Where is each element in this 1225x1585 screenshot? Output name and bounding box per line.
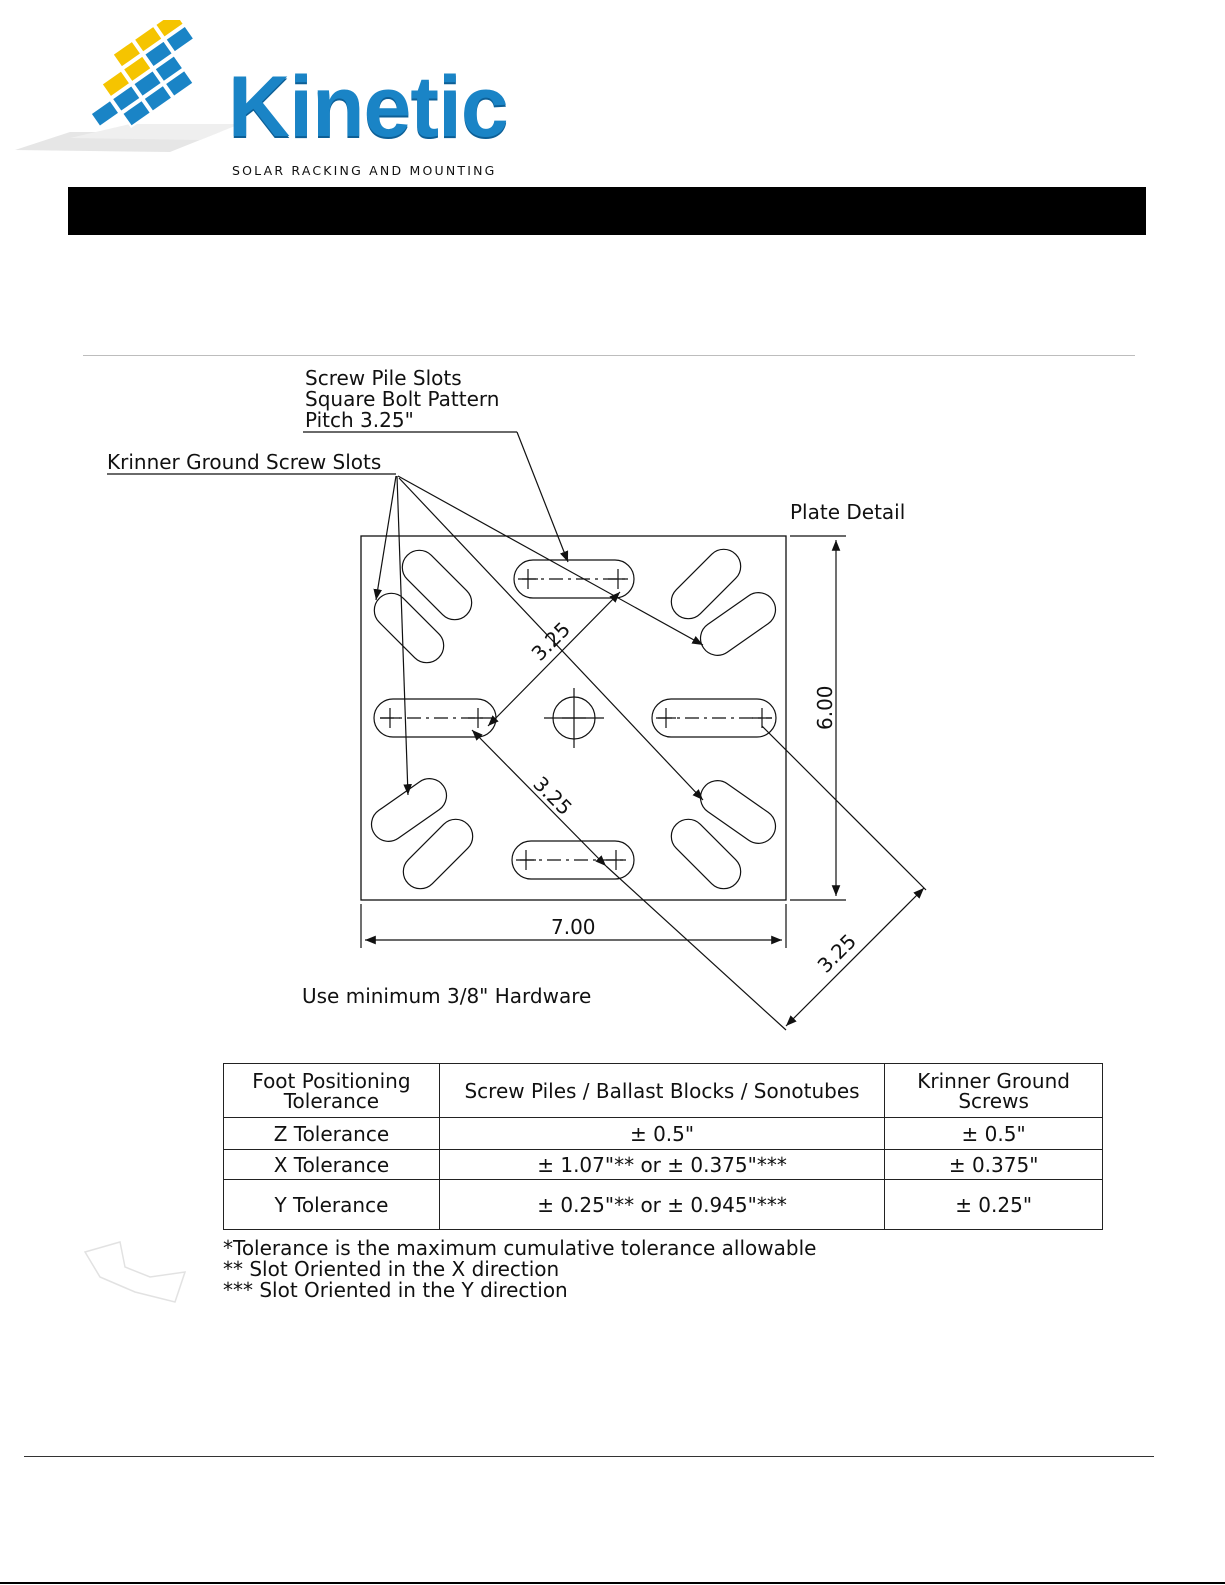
screw-pile-slot-bottom xyxy=(511,840,635,880)
faint-watermark-icon xyxy=(83,1241,187,1303)
callout-screw-pile-line2: Square Bolt Pattern xyxy=(305,387,499,411)
width-dim-label: 7.00 xyxy=(551,915,596,939)
leader-lines xyxy=(373,431,704,801)
callout-screw-pile-line3: Pitch 3.25" xyxy=(305,408,414,432)
table-header-row: Foot Positioning Tolerance Screw Piles /… xyxy=(223,1063,1103,1118)
table-row: Z Tolerance ± 0.5" ± 0.5" xyxy=(223,1117,1103,1150)
krinner-slots-bottom-right xyxy=(670,780,777,890)
krinner-slots-bottom-left xyxy=(370,778,474,890)
callout-krinner: Krinner Ground Screw Slots xyxy=(107,450,381,474)
pitch-dim-upper-label: 3.25 xyxy=(527,617,575,665)
plate-outline xyxy=(360,535,787,901)
pitch-dim-outer-line xyxy=(785,887,925,1027)
tolerance-table: Foot Positioning Tolerance Screw Piles /… xyxy=(223,1063,1103,1230)
krinner-slots-top-right xyxy=(670,548,777,656)
center-hole xyxy=(544,688,604,748)
divider-bottom xyxy=(24,1456,1154,1457)
height-dimension xyxy=(790,535,846,901)
pitch-dim-lower-line xyxy=(471,729,607,867)
header-krinner: Krinner Ground Screws xyxy=(884,1063,1103,1118)
footer-rule xyxy=(0,1582,1225,1584)
kinetic-logo: Kinetic SOLAR RACKING AND MOUNTING xyxy=(10,20,510,178)
screw-pile-slot-right xyxy=(651,698,777,738)
pitch-dim-lower-label: 3.25 xyxy=(528,772,576,820)
screw-pile-slot-top xyxy=(513,559,635,599)
header-screw-piles: Screw Piles / Ballast Blocks / Sonotubes xyxy=(438,1063,886,1118)
pitch-ext-right xyxy=(761,725,927,891)
header-bar xyxy=(68,187,1146,235)
plate-title: Plate Detail xyxy=(790,500,905,524)
pitch-dim-upper-line xyxy=(487,591,621,727)
header-foot-positioning: Foot Positioning Tolerance xyxy=(223,1063,440,1118)
pitch-dim-outer-label: 3.25 xyxy=(813,929,861,977)
table-row: Y Tolerance ± 0.25"** or ± 0.945"*** ± 0… xyxy=(223,1179,1103,1230)
table-row: X Tolerance ± 1.07"** or ± 0.375"*** ± 0… xyxy=(223,1149,1103,1180)
tolerance-notes: *Tolerance is the maximum cumulative tol… xyxy=(223,1238,816,1301)
divider-top xyxy=(83,355,1135,356)
note-line: ** Slot Oriented in the X direction xyxy=(223,1257,560,1281)
pitch-ext-lower xyxy=(605,865,787,1031)
hardware-note: Use minimum 3/8" Hardware xyxy=(302,984,591,1008)
note-line: *** Slot Oriented in the Y direction xyxy=(223,1278,568,1302)
width-dimension xyxy=(360,904,787,948)
callout-screw-pile-line1: Screw Pile Slots xyxy=(305,366,462,390)
logo-wordmark: Kinetic xyxy=(228,59,509,155)
plate-detail-drawing: Screw Pile Slots Square Bolt Pattern Pit… xyxy=(107,366,927,1031)
height-dim-label: 6.00 xyxy=(813,685,837,730)
screw-pile-slot-left xyxy=(373,698,497,738)
note-line: *Tolerance is the maximum cumulative tol… xyxy=(223,1236,817,1260)
krinner-slots-top-left xyxy=(373,549,473,664)
solar-panel-logo-icon xyxy=(15,20,240,152)
logo-tagline: SOLAR RACKING AND MOUNTING xyxy=(232,163,497,178)
